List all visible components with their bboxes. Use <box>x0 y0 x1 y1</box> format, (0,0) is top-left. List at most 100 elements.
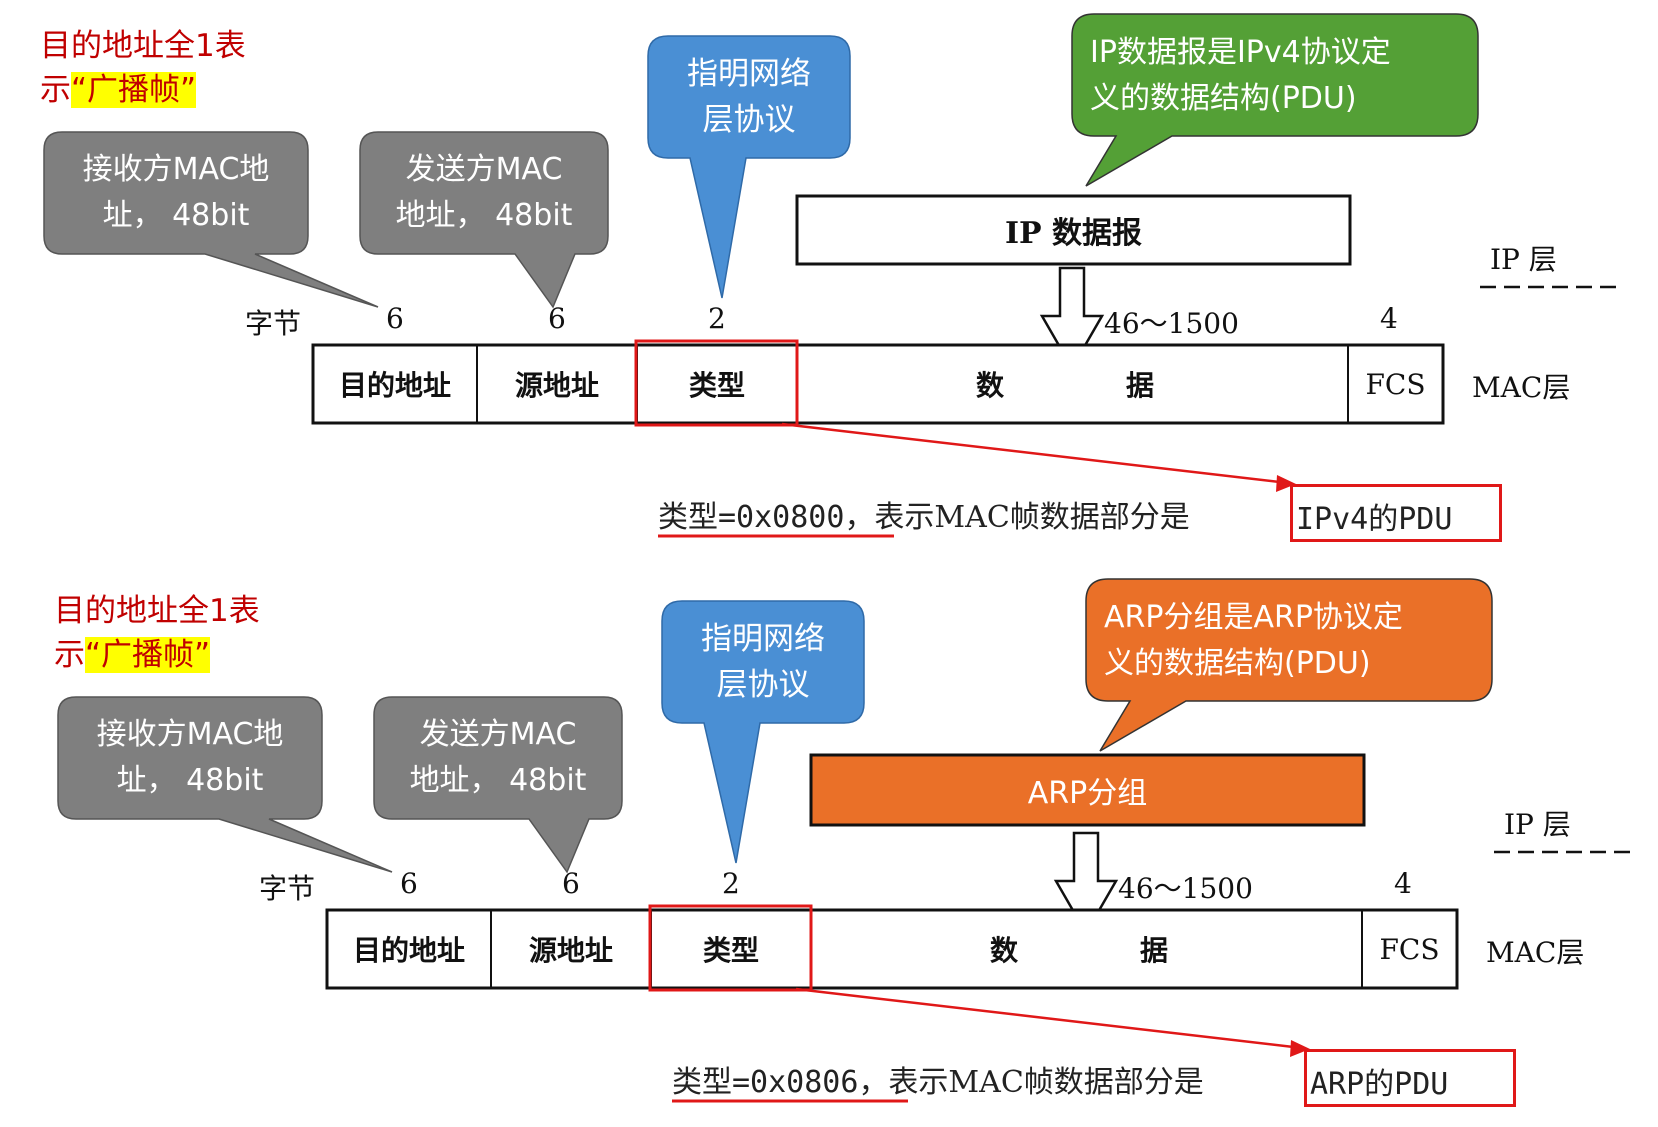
broadcast-note-line1: 目的地址全1表 <box>40 28 246 64</box>
payload-label: ARP分组 <box>1027 776 1148 811</box>
size-dst: 6 <box>386 302 404 335</box>
field-data-part1: 数 <box>975 369 1004 402</box>
pdu-callout-line1: IP数据报是IPv4协议定 <box>1090 35 1391 70</box>
caption-pdu: IPv4的PDU <box>1296 502 1453 537</box>
src-mac-line2: 地址， 48bit <box>409 763 587 798</box>
payload-box <box>809 753 1366 827</box>
size-dst: 6 <box>400 867 418 900</box>
mac-frame <box>311 343 1445 425</box>
dst-mac-line2: 址， 48bit <box>116 763 264 798</box>
caption-prefix: 类型 <box>658 500 718 535</box>
down-arrow <box>1053 831 1119 936</box>
bytes-label: 字节 <box>245 307 302 340</box>
broadcast-note-prefix: 示 <box>54 637 85 673</box>
pdu-highlight-box <box>1304 1049 1516 1107</box>
field-data-part1: 数 <box>989 934 1018 967</box>
size-type: 2 <box>708 302 726 335</box>
dst-mac-callout <box>43 131 379 308</box>
down-arrow <box>1039 266 1105 371</box>
pdu-callout-text: IP数据报是IPv4协议定 义的数据结构(PDU) <box>1090 22 1470 130</box>
diagram-shapes <box>43 13 1618 538</box>
mac-layer-label: MAC层 <box>1486 936 1585 969</box>
ip-layer-label: IP 层 <box>1490 243 1557 276</box>
type-callout <box>647 35 851 299</box>
type-callout-line1: 指明网络 <box>687 56 811 92</box>
size-type: 2 <box>722 867 740 900</box>
size-src: 6 <box>562 867 580 900</box>
type-callout <box>661 600 865 864</box>
caption-prefix: 类型 <box>672 1065 732 1100</box>
ip-layer-label: IP 层 <box>1504 808 1571 841</box>
pdu-callout-line1: ARP分组是ARP协议定 <box>1104 600 1403 635</box>
diagram-shapes <box>57 578 1632 1103</box>
broadcast-frame-highlight: “广播帧” <box>85 637 211 673</box>
caption-desc: ，表示MAC帧数据部分是 <box>844 500 1190 535</box>
src-mac-line2: 地址， 48bit <box>395 198 573 233</box>
type-callout-line2: 层协议 <box>702 102 796 138</box>
caption-desc: ，表示MAC帧数据部分是 <box>858 1065 1204 1100</box>
field-src-addr: 源地址 <box>528 934 613 967</box>
dst-mac-line2: 址， 48bit <box>102 198 250 233</box>
field-dst-addr: 目的地址 <box>352 934 465 967</box>
dst-mac-line1: 接收方MAC地 <box>82 152 270 187</box>
bytes-label: 字节 <box>259 872 316 905</box>
pdu-callout-text: ARP分组是ARP协议定 义的数据结构(PDU) <box>1104 587 1484 695</box>
pdu-highlight-box <box>1290 484 1502 542</box>
type-callout-line1: 指明网络 <box>701 621 825 657</box>
dst-mac-callout-text: 接收方MAC地 址， 48bit <box>58 697 322 819</box>
size-fcs: 4 <box>1394 867 1412 900</box>
payload-label: IP 数据报 <box>1004 216 1143 251</box>
size-data: 46～1500 <box>1104 307 1239 340</box>
type-connector <box>795 987 1303 1050</box>
dst-mac-callout-text: 接收方MAC地 址， 48bit <box>44 132 308 254</box>
pdu-callout <box>1085 578 1493 752</box>
field-type: 类型 <box>688 369 745 402</box>
type-connector-head <box>1290 1040 1310 1057</box>
field-data-part2: 据 <box>1125 369 1154 402</box>
broadcast-frame-highlight: “广播帧” <box>71 72 197 108</box>
field-dst-addr: 目的地址 <box>338 369 451 402</box>
caption-pdu: ARP的PDU <box>1310 1067 1449 1102</box>
src-mac-line1: 发送方MAC <box>419 717 577 752</box>
pdu-callout-line2: 义的数据结构(PDU) <box>1104 646 1371 681</box>
payload-box <box>795 194 1352 266</box>
caption-code: =0x0800 <box>718 500 845 535</box>
field-src-addr: 源地址 <box>514 369 599 402</box>
type-caption: 类型=0x0806，表示MAC帧数据部分是 <box>672 1057 1204 1101</box>
broadcast-note-line2: 示“广播帧” <box>40 68 246 112</box>
size-fcs: 4 <box>1380 302 1398 335</box>
type-connector <box>781 422 1289 485</box>
field-fcs: FCS <box>1379 932 1440 966</box>
field-data-part2: 据 <box>1139 934 1168 967</box>
src-mac-callout <box>359 131 609 309</box>
broadcast-note: 目的地址全1表 示“广播帧” <box>54 589 260 677</box>
type-caption: 类型=0x0800，表示MAC帧数据部分是 <box>658 492 1190 536</box>
type-connector-head <box>1276 475 1296 492</box>
field-type: 类型 <box>702 934 759 967</box>
size-src: 6 <box>548 302 566 335</box>
field-fcs: FCS <box>1365 367 1426 401</box>
broadcast-note-line2: 示“广播帧” <box>54 633 260 677</box>
src-mac-callout <box>373 696 623 874</box>
mac-layer-label: MAC层 <box>1472 371 1571 404</box>
src-mac-line1: 发送方MAC <box>405 152 563 187</box>
type-highlight <box>634 339 799 427</box>
dst-mac-callout <box>57 696 393 873</box>
src-mac-callout-text: 发送方MAC 地址， 48bit <box>374 697 622 819</box>
broadcast-note: 目的地址全1表 示“广播帧” <box>40 24 246 112</box>
pdu-callout-line2: 义的数据结构(PDU) <box>1090 81 1357 116</box>
ip-frame-panel: 目的地址全1表 示“广播帧” 接收方MAC地 址， 48bit 发送方MAC 地… <box>0 0 1658 562</box>
broadcast-note-prefix: 示 <box>40 72 71 108</box>
pdu-callout <box>1071 13 1479 187</box>
arp-frame-panel: 目的地址全1表 示“广播帧” 接收方MAC地 址， 48bit 发送方MAC 地… <box>14 565 1658 1127</box>
src-mac-callout-text: 发送方MAC 地址， 48bit <box>360 132 608 254</box>
type-highlight <box>648 904 813 992</box>
mac-frame <box>325 908 1459 990</box>
caption-code: =0x0806 <box>732 1065 859 1100</box>
type-callout-text: 指明网络 层协议 <box>662 601 864 723</box>
type-callout-text: 指明网络 层协议 <box>648 36 850 158</box>
type-callout-line2: 层协议 <box>716 667 810 703</box>
broadcast-note-line1: 目的地址全1表 <box>54 593 260 629</box>
dst-mac-line1: 接收方MAC地 <box>96 717 284 752</box>
size-data: 46～1500 <box>1118 872 1253 905</box>
